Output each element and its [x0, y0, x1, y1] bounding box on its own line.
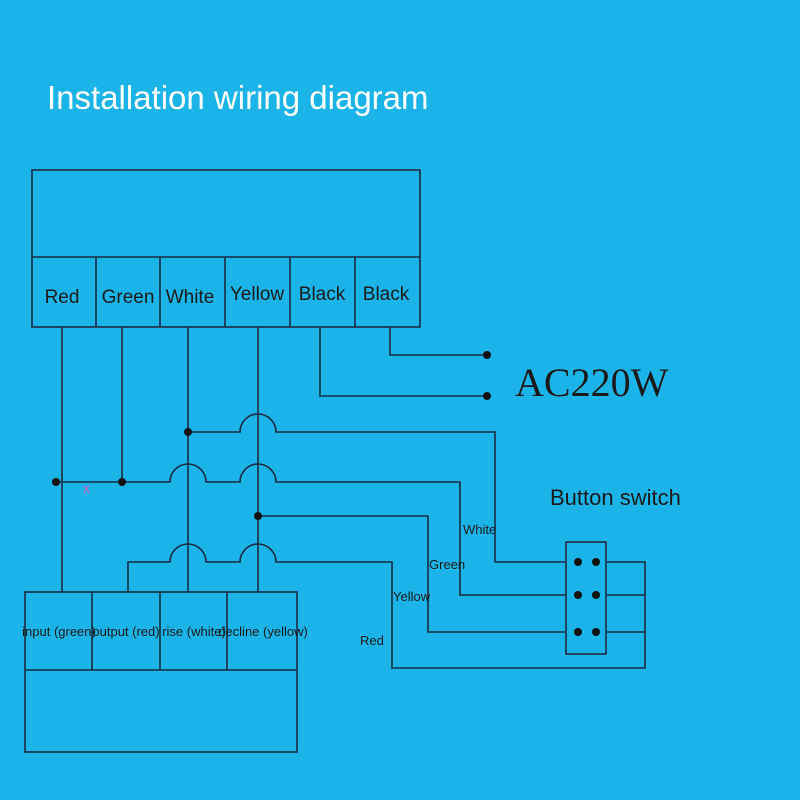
- wire-black-1: [389, 327, 487, 356]
- junction-dots: [52, 351, 491, 520]
- controller-top-box: Red Green White Yellow Black Black: [31, 169, 421, 328]
- power-label: AC220W: [515, 360, 669, 405]
- wire-yellow-to-switch: [258, 515, 565, 633]
- diagram-title: Installation wiring diagram: [47, 79, 429, 116]
- power-terminal-dot: [483, 351, 491, 359]
- wires: [55, 327, 646, 669]
- terminal-black-2: Black: [363, 284, 410, 305]
- terminal-decline: decline (yellow): [218, 624, 308, 639]
- junction-dot: [254, 512, 262, 520]
- junction-dot: [184, 428, 192, 436]
- wire-label-red: Red: [360, 633, 384, 648]
- junction-dot: [52, 478, 60, 486]
- terminal-input: input (green): [22, 624, 96, 639]
- terminal-yellow: Yellow: [230, 284, 285, 305]
- wire-label-white: White: [463, 522, 496, 537]
- terminal-white: White: [166, 287, 215, 308]
- button-switch-body: [565, 541, 607, 655]
- terminal-green: Green: [102, 287, 155, 308]
- cross-mark: x: [83, 480, 90, 496]
- wire-label-yellow: Yellow: [393, 589, 431, 604]
- junction-dot: [118, 478, 126, 486]
- terminal-black-1: Black: [299, 284, 346, 305]
- wire-black-2: [319, 327, 487, 397]
- controller-bottom-box: input (green) output (red) rise (white) …: [22, 591, 308, 753]
- wire-green-to-switch: [55, 463, 565, 596]
- controller-bottom-outline: [24, 591, 298, 753]
- switch-label: Button switch: [550, 485, 681, 510]
- power-terminal-dot: [483, 392, 491, 400]
- button-switch: [565, 541, 607, 655]
- wire-red-to-switch: [127, 543, 646, 669]
- terminal-output: output (red): [92, 624, 159, 639]
- terminal-red: Red: [45, 287, 80, 308]
- wire-label-green: Green: [429, 557, 465, 572]
- terminal-rise: rise (white): [162, 624, 226, 639]
- controller-top-outline: [31, 169, 421, 328]
- wire-white-to-switch: [188, 413, 565, 563]
